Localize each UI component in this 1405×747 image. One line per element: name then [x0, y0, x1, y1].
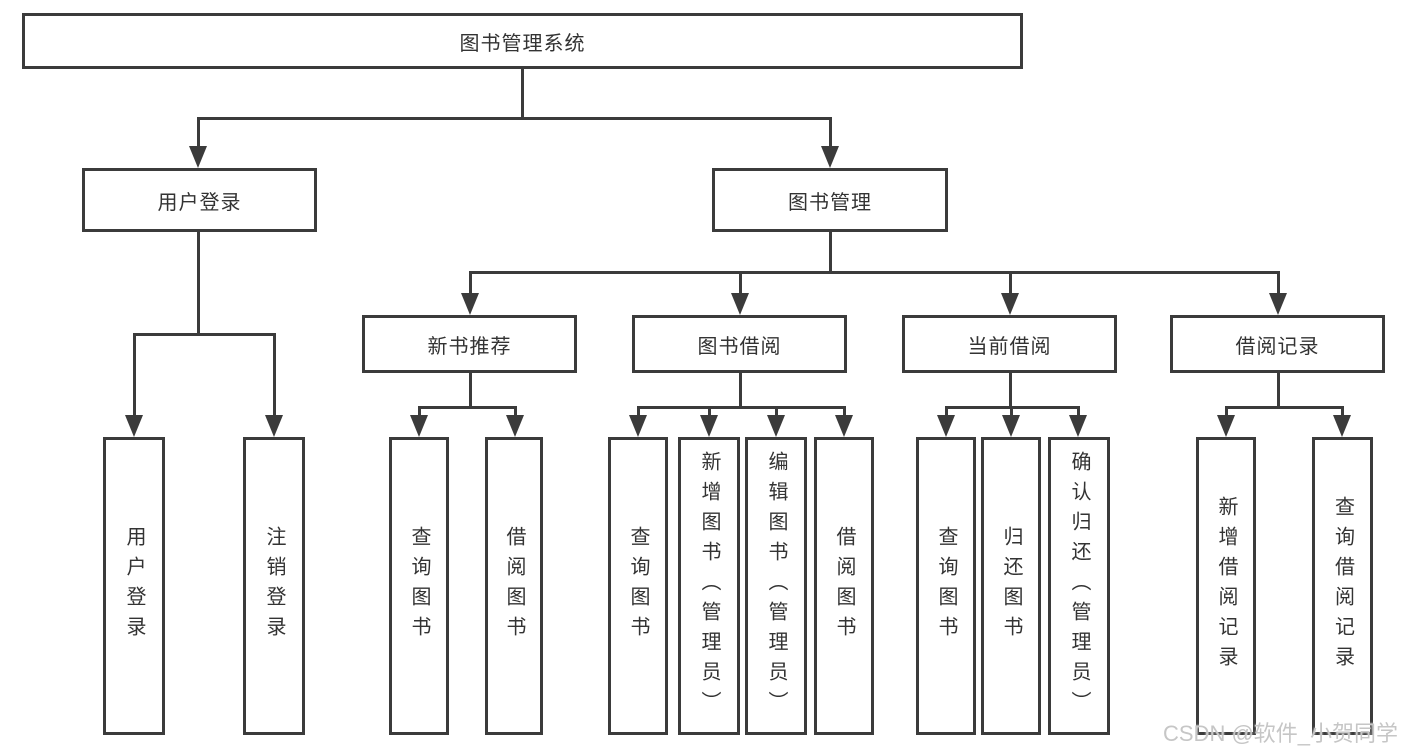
- leaf-return-book-label: 归还图书: [1000, 526, 1022, 646]
- leaf-recommend-query-books: 查询图书: [389, 437, 449, 735]
- node-borrow-records: 借阅记录: [1170, 315, 1385, 373]
- connector-drop: [775, 406, 778, 417]
- connector-drop: [469, 271, 472, 295]
- connector-stem: [197, 232, 200, 336]
- arrow-down-icon: [835, 415, 853, 437]
- arrow-down-icon: [767, 415, 785, 437]
- leaf-logout-label: 注销登录: [263, 526, 285, 646]
- leaf-query-borrow-record-label: 查询借阅记录: [1331, 496, 1354, 676]
- node-book-management: 图书管理: [712, 168, 948, 232]
- arrow-down-icon: [1269, 293, 1287, 315]
- leaf-borrow-query-books: 查询图书: [608, 437, 668, 735]
- csdn-watermark: CSDN @软件_小贺同学: [1163, 721, 1399, 746]
- node-borrow-records-label: 借阅记录: [1235, 335, 1320, 358]
- arrow-down-icon: [731, 293, 749, 315]
- connector-stem: [739, 373, 742, 409]
- leaf-current-query-books-label: 查询图书: [935, 526, 957, 646]
- arrow-down-icon: [125, 415, 143, 437]
- leaf-borrow-borrow-books: 借阅图书: [814, 437, 874, 735]
- arrow-down-icon: [821, 146, 839, 168]
- connector-drop: [273, 333, 276, 417]
- leaf-edit-book-admin-label: 编辑图书（管理员）: [765, 451, 787, 721]
- connector-branch: [469, 271, 1280, 274]
- connector-branch: [1225, 406, 1344, 409]
- leaf-user-login-label: 用户登录: [123, 526, 145, 646]
- leaf-add-book-admin-label: 新增图书（管理员）: [698, 451, 720, 721]
- connector-stem: [469, 373, 472, 409]
- arrow-down-icon: [461, 293, 479, 315]
- node-root: 图书管理系统: [22, 13, 1023, 69]
- connector-drop: [829, 117, 832, 148]
- node-user-login-label: 用户登录: [157, 191, 242, 214]
- connector-drop: [637, 406, 640, 417]
- connector-drop: [843, 406, 846, 417]
- connector-drop: [514, 406, 517, 417]
- connector-branch: [637, 406, 846, 409]
- leaf-borrow-query-books-label: 查询图书: [627, 526, 649, 646]
- leaf-add-borrow-record: 新增借阅记录: [1196, 437, 1256, 735]
- leaf-edit-book-admin: 编辑图书（管理员）: [745, 437, 807, 735]
- connector-stem: [829, 232, 832, 274]
- leaf-add-book-admin: 新增图书（管理员）: [678, 437, 740, 735]
- connector-drop: [1341, 406, 1344, 417]
- node-new-book-recommend-label: 新书推荐: [427, 335, 512, 358]
- connector-stem: [1277, 373, 1280, 409]
- node-book-management-label: 图书管理: [788, 191, 872, 214]
- arrow-down-icon: [1002, 415, 1020, 437]
- leaf-borrow-borrow-books-label: 借阅图书: [833, 526, 855, 646]
- connector-drop: [945, 406, 948, 417]
- leaf-add-borrow-record-label: 新增借阅记录: [1215, 496, 1237, 676]
- connector-stem: [521, 69, 524, 120]
- connector-drop: [1009, 271, 1012, 295]
- arrow-down-icon: [700, 415, 718, 437]
- connector-branch: [133, 333, 276, 336]
- arrow-down-icon: [1333, 415, 1351, 437]
- leaf-confirm-return-admin-label: 确认归还（管理员）: [1068, 451, 1090, 721]
- leaf-user-login: 用户登录: [103, 437, 165, 735]
- leaf-confirm-return-admin: 确认归还（管理员）: [1048, 437, 1110, 735]
- connector-branch: [197, 117, 832, 120]
- node-book-borrow: 图书借阅: [632, 315, 847, 373]
- arrow-down-icon: [506, 415, 524, 437]
- node-current-borrow-label: 当前借阅: [967, 335, 1052, 358]
- arrow-down-icon: [189, 146, 207, 168]
- connector-drop: [197, 117, 200, 148]
- node-new-book-recommend: 新书推荐: [362, 315, 577, 373]
- connector-drop: [1277, 271, 1280, 295]
- arrow-down-icon: [937, 415, 955, 437]
- connector-drop: [418, 406, 421, 417]
- leaf-recommend-query-books-label: 查询图书: [408, 526, 430, 646]
- connector-drop: [133, 333, 136, 417]
- arrow-down-icon: [629, 415, 647, 437]
- node-book-borrow-label: 图书借阅: [697, 335, 782, 358]
- arrow-down-icon: [1217, 415, 1235, 437]
- leaf-return-book: 归还图书: [981, 437, 1041, 735]
- arrow-down-icon: [265, 415, 283, 437]
- arrow-down-icon: [410, 415, 428, 437]
- leaf-logout: 注销登录: [243, 437, 305, 735]
- leaf-recommend-borrow-books-label: 借阅图书: [503, 526, 525, 646]
- connector-drop: [739, 271, 742, 295]
- connector-drop: [1077, 406, 1080, 417]
- arrow-down-icon: [1001, 293, 1019, 315]
- connector-drop: [708, 406, 711, 417]
- arrow-down-icon: [1069, 415, 1087, 437]
- node-root-label: 图书管理系统: [459, 32, 586, 55]
- connector-stem: [1009, 373, 1012, 409]
- connector-drop: [1225, 406, 1228, 417]
- connector-branch: [418, 406, 517, 409]
- leaf-recommend-borrow-books: 借阅图书: [485, 437, 543, 735]
- leaf-current-query-books: 查询图书: [916, 437, 976, 735]
- node-user-login: 用户登录: [82, 168, 317, 232]
- connector-drop: [1010, 406, 1013, 417]
- node-current-borrow: 当前借阅: [902, 315, 1117, 373]
- leaf-query-borrow-record: 查询借阅记录: [1312, 437, 1373, 735]
